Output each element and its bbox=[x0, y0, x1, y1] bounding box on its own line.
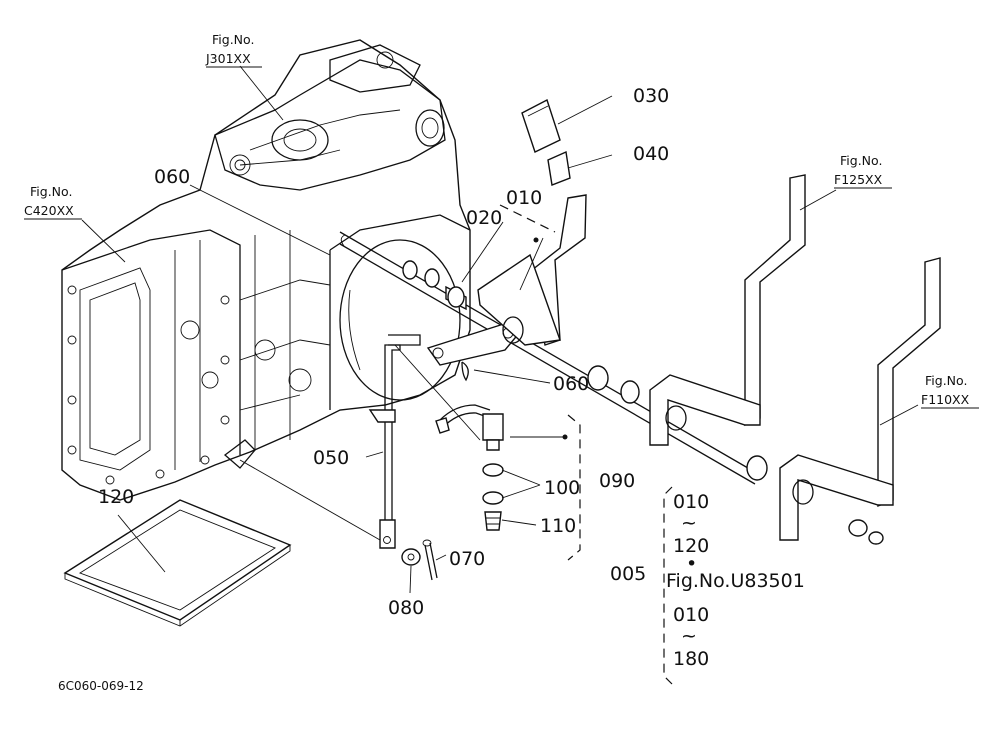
fig-ref-code: F110XX bbox=[921, 392, 970, 407]
fig-ref-label: Fig.No. bbox=[30, 184, 72, 199]
part-label-060-top: 060 bbox=[154, 166, 190, 188]
safety-switch-090 bbox=[435, 404, 504, 531]
leader-lines bbox=[81, 65, 919, 594]
part-label-110: 110 bbox=[540, 515, 576, 537]
part-label-010: 010 bbox=[506, 187, 542, 209]
part-label-080: 080 bbox=[388, 597, 424, 619]
part-label-120: 120 bbox=[98, 486, 134, 508]
range2-end: 180 bbox=[673, 648, 709, 670]
part-label-050: 050 bbox=[313, 447, 349, 469]
pin-070 bbox=[422, 539, 438, 581]
group-brackets bbox=[499, 204, 673, 685]
assembly-range-group: 010 ~ 120 • Fig.No.U83501 010 ~ 180 bbox=[666, 491, 805, 670]
brake-pedal-f125 bbox=[649, 174, 806, 446]
fig-ref-f110: Fig.No. F110XX bbox=[921, 373, 979, 409]
range-dot: • bbox=[686, 553, 697, 575]
part-label-040: 040 bbox=[633, 143, 669, 165]
fig-ref-label: Fig.No. bbox=[212, 32, 254, 47]
fig-ref-j301: Fig.No. J301XX bbox=[205, 32, 262, 68]
fig-ref-label: Fig.No. bbox=[840, 153, 882, 168]
range2-start: 010 bbox=[673, 604, 709, 626]
range1-end: 120 bbox=[673, 535, 709, 557]
part-label-100: 100 bbox=[544, 477, 580, 499]
transmission-housing bbox=[61, 39, 471, 501]
brake-pedal-f110 bbox=[779, 257, 941, 545]
washer-080 bbox=[401, 548, 421, 566]
part-label-070: 070 bbox=[449, 548, 485, 570]
fig-ref-code: F125XX bbox=[834, 172, 883, 187]
drawing-code: 6C060-069-12 bbox=[58, 679, 144, 693]
range1-tilde: ~ bbox=[681, 512, 697, 534]
part-label-090: 090 bbox=[599, 470, 635, 492]
fig-ref-f125: Fig.No. F125XX bbox=[834, 153, 892, 189]
rod-050 bbox=[368, 334, 421, 549]
fig-ref-label: Fig.No. bbox=[925, 373, 967, 388]
assembly-fig-ref: Fig.No.U83501 bbox=[666, 570, 805, 592]
operator-manual-120 bbox=[63, 499, 292, 627]
part-label-030: 030 bbox=[633, 85, 669, 107]
range1-start: 010 bbox=[673, 491, 709, 513]
range2-tilde: ~ bbox=[681, 625, 697, 647]
part-label-060-link: 060 bbox=[553, 373, 589, 395]
fig-ref-c420: Fig.No. C420XX bbox=[24, 184, 82, 220]
part-label-005: 005 bbox=[610, 563, 646, 585]
clutch-pedal-010 bbox=[477, 98, 587, 346]
fig-ref-code: C420XX bbox=[24, 203, 74, 218]
pedal-shaft-assembly bbox=[339, 231, 768, 485]
part-label-020: 020 bbox=[466, 207, 502, 229]
fig-ref-code: J301XX bbox=[205, 51, 251, 66]
